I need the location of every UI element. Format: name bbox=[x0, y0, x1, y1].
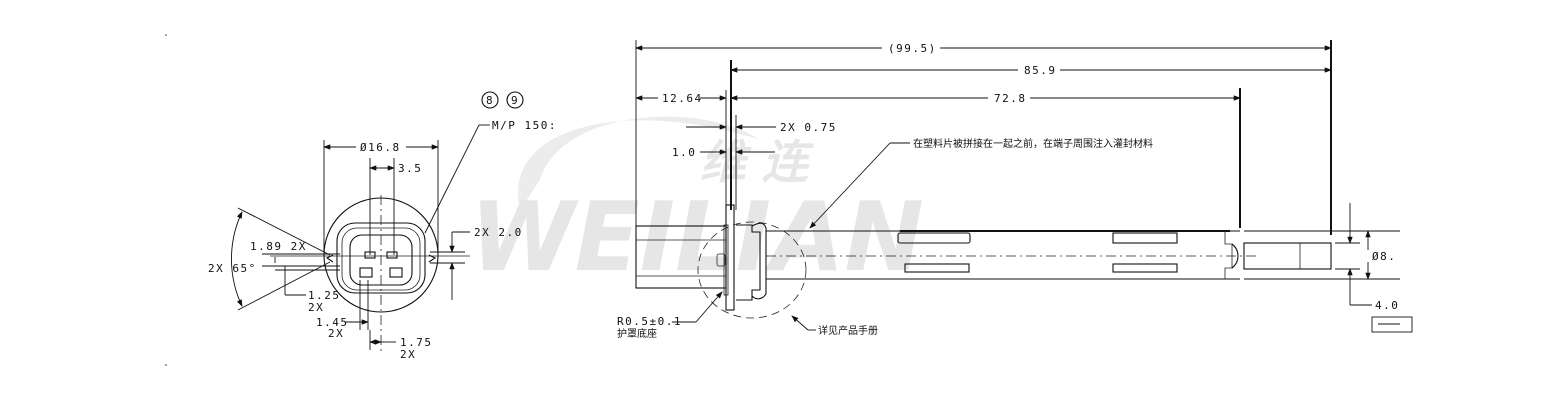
dim-1-45: 1.45 bbox=[316, 316, 349, 329]
dim-72-8: 72.8 bbox=[994, 92, 1027, 105]
callout-mp: M/P 150: bbox=[492, 119, 557, 132]
balloon-8 bbox=[481, 91, 499, 109]
dim-1-89: 1.89 2X bbox=[250, 240, 307, 253]
front-view: Ø16.8 3.5 2X 65° 1.89 2X 1.25 2X 1.45 2X… bbox=[208, 91, 557, 361]
manual-leader bbox=[791, 315, 809, 331]
note-see-manual: 详见产品手册 bbox=[818, 324, 878, 337]
note-potting: 在塑料片被拼接在一起之前，在端子周围注入灌封材料 bbox=[913, 137, 1153, 150]
detail-circle bbox=[697, 221, 807, 319]
slot-top-2 bbox=[1112, 232, 1178, 244]
corner-mark bbox=[165, 364, 167, 366]
dim-12-64: 12.64 bbox=[662, 92, 703, 105]
slot-bottom-2 bbox=[1112, 263, 1178, 273]
potting-leader bbox=[809, 142, 891, 229]
dim-2-0: 2X 2.0 bbox=[474, 226, 523, 239]
dim-1-75-qty: 2X bbox=[400, 348, 416, 361]
dim-4-0: 4.0 bbox=[1375, 299, 1399, 312]
dim-1-25-qty: 2X bbox=[308, 301, 324, 314]
dim-85-9: 85.9 bbox=[1024, 64, 1057, 77]
dim-0-75: 2X 0.75 bbox=[780, 121, 837, 134]
dim-1-0: 1.0 bbox=[672, 146, 696, 159]
probe-tip bbox=[1243, 242, 1332, 270]
watermark-brand: WEILIAN bbox=[470, 183, 924, 293]
dim-1-45-qty: 2X bbox=[328, 327, 344, 340]
dim-pin-spacing: 3.5 bbox=[398, 162, 422, 175]
slot-top-1 bbox=[897, 232, 971, 244]
slot-bottom-1 bbox=[904, 263, 970, 273]
dim-diameter: Ø16.8 bbox=[360, 141, 401, 154]
dim-1-75: 1.75 bbox=[400, 336, 433, 349]
note-radius-label: 护罩底座 bbox=[617, 327, 657, 340]
hood-base bbox=[736, 224, 761, 301]
note-radius: R0.5±0.1 bbox=[617, 315, 682, 328]
terminal-1 bbox=[359, 267, 373, 278]
balloon-9-label: 9 bbox=[511, 94, 519, 107]
dim-overall: (99.5) bbox=[888, 42, 937, 55]
pin-2 bbox=[386, 251, 398, 259]
tolerance-frame bbox=[1371, 316, 1413, 333]
callout-leader bbox=[424, 124, 480, 234]
watermark-chinese: 维 连 bbox=[700, 135, 814, 189]
radius-leader bbox=[695, 291, 723, 323]
terminal-2 bbox=[389, 267, 403, 278]
side-view: (99.5) 85.9 12.64 72.8 2X 0.75 1.0 bbox=[617, 40, 1413, 340]
dim-angle: 2X 65° bbox=[208, 262, 257, 275]
watermark: WEILIAN 维 连 bbox=[470, 116, 924, 293]
flange bbox=[725, 204, 735, 311]
balloon-9 bbox=[506, 91, 524, 109]
balloon-8-label: 8 bbox=[486, 94, 494, 107]
dim-dia-8: Ø8. bbox=[1372, 250, 1396, 263]
dim-1-25: 1.25 bbox=[308, 289, 341, 302]
corner-mark bbox=[165, 34, 167, 36]
